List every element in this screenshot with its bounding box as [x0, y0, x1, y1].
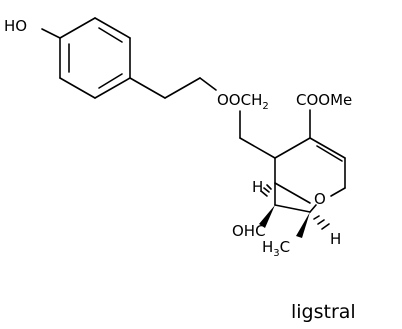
ring-oxygen-bond — [309, 204, 317, 213]
methyl-ester-label: COOMe — [296, 91, 352, 109]
hashed-bond-lower-h — [313, 215, 330, 230]
wedge-bond-cho — [259, 205, 275, 228]
molecule-name: ligstral — [291, 301, 356, 323]
wedge-bond-ch3 — [296, 212, 310, 238]
methyl-label: H3C — [262, 238, 290, 259]
phenol-ring — [59, 17, 131, 99]
pyran-ring — [274, 137, 346, 204]
c-c-bond — [274, 204, 311, 213]
ho-label: HO — [4, 17, 27, 35]
aldehyde-label: OHC — [232, 222, 266, 240]
ho-bond — [41, 28, 61, 39]
hashed-bond-h — [260, 184, 272, 197]
ch2-ring-bond — [239, 137, 276, 159]
ester-linker-label: OOCH2 — [217, 91, 269, 112]
ring-oxygen-label: O — [314, 190, 326, 208]
lower-hydrogen-label: H — [330, 230, 341, 248]
ring-hydrogen-label: H — [252, 178, 263, 196]
ethyl-linker — [129, 77, 217, 99]
